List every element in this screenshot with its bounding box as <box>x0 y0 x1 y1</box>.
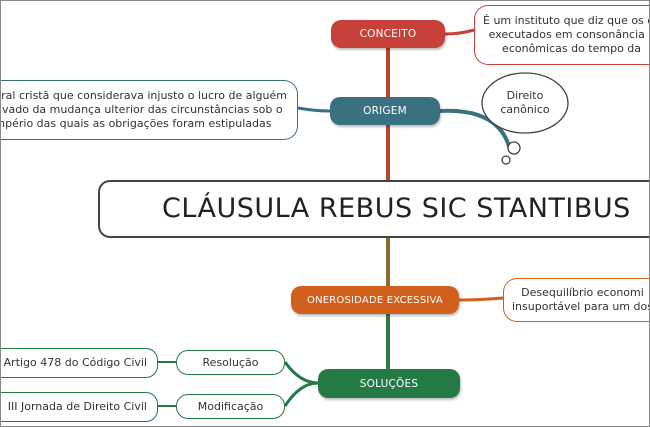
conceito-node: CONCEITO <box>331 20 445 48</box>
origem-connector <box>297 106 331 113</box>
onerosidade-detail-line: Desequilíbrio economi <box>521 286 644 299</box>
origem-detail-line: oral cristã que considerava injusto o lu… <box>0 89 287 102</box>
conceito-detail: É um instituto que diz que os co executa… <box>474 5 650 65</box>
conceito-connector <box>444 28 475 36</box>
solucoes-node: SOLUÇÕES <box>318 369 460 398</box>
origem-detail-line: rivado da mudança ulterior das circunstâ… <box>0 103 283 116</box>
conceito-detail-line: executados em consonância c <box>488 28 650 41</box>
onerosidade-node: ONEROSIDADE EXCESSIVA <box>291 286 459 314</box>
origem-cloud-text: Direito canônico <box>485 89 565 117</box>
solucoes-connector-2 <box>283 381 319 407</box>
modificacao-node: Modificação <box>176 394 285 419</box>
central-title: CLÁUSULA REBUS SIC STANTIBUS <box>98 180 650 238</box>
conceito-detail-line: É um instituto que diz que os co <box>483 14 650 27</box>
thought-cloud-shape <box>481 72 569 165</box>
solucoes-connector-1 <box>283 361 319 385</box>
origem-detail-line: mpério das quais as obrigações foram est… <box>0 117 272 130</box>
cloud-line: canônico <box>500 103 550 116</box>
onerosidade-detail-line: insuportável para um dos <box>512 300 650 313</box>
onerosidade-detail: Desequilíbrio economi insuportável para … <box>503 278 650 322</box>
resolucao-node: Resolução <box>176 350 285 375</box>
modificacao-detail: III Jornada de Direito Civil <box>0 392 158 422</box>
cloud-line: Direito <box>506 89 544 102</box>
onerosidade-connector <box>458 296 504 302</box>
origem-node: ORIGEM <box>330 97 440 125</box>
origem-cloud-connector <box>439 108 512 151</box>
resolucao-detail: Artigo 478 do Código Civil <box>0 348 158 378</box>
origem-detail: oral cristã que considerava injusto o lu… <box>0 80 298 140</box>
conceito-detail-line: econômicas do tempo da <box>502 42 642 55</box>
